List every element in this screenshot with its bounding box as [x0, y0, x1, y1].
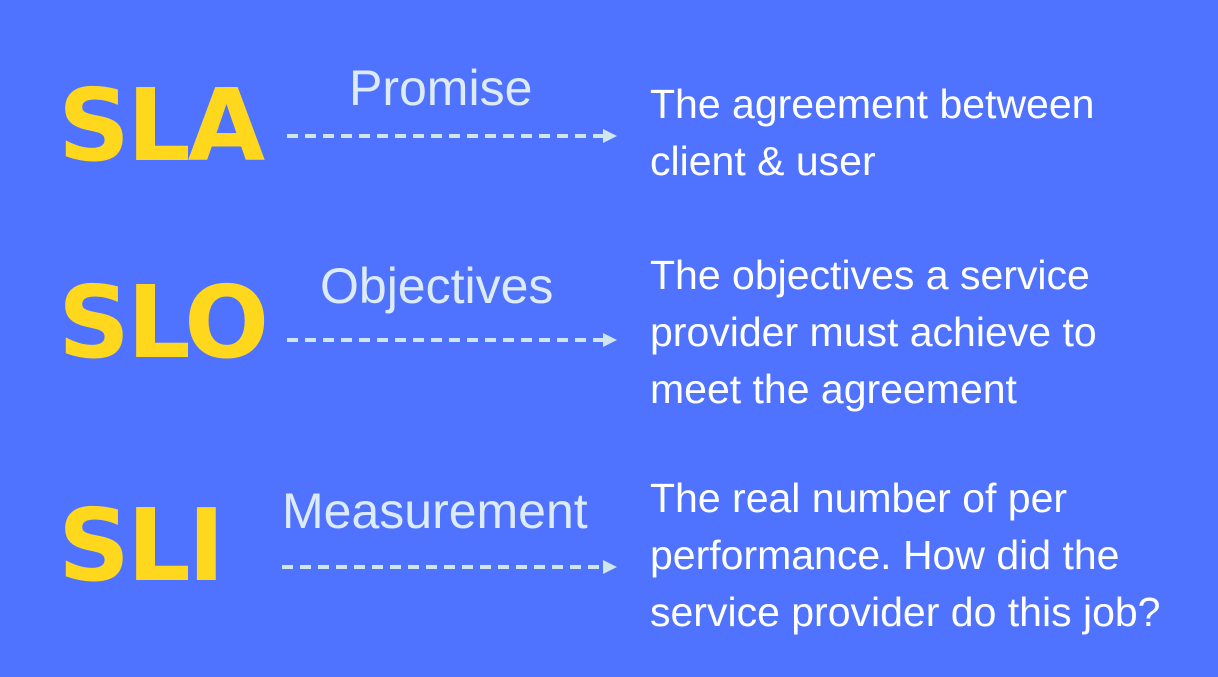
concept-promise: Promise: [349, 60, 533, 116]
acronym-sli: SLI: [58, 487, 225, 604]
description-slo: The objectives a service provider must a…: [650, 252, 1097, 412]
arrow-icon: [287, 333, 617, 347]
acronym-sla: SLA: [58, 67, 265, 184]
concept-objectives: Objectives: [320, 258, 554, 314]
arrow-icon: [282, 560, 617, 574]
concept-measurement: Measurement: [282, 483, 588, 539]
arrow-icon: [287, 129, 617, 143]
description-sla: The agreement between client & user: [650, 81, 1095, 184]
acronym-slo: SLO: [58, 264, 269, 381]
description-sli: The real number of per performance. How …: [650, 475, 1161, 635]
